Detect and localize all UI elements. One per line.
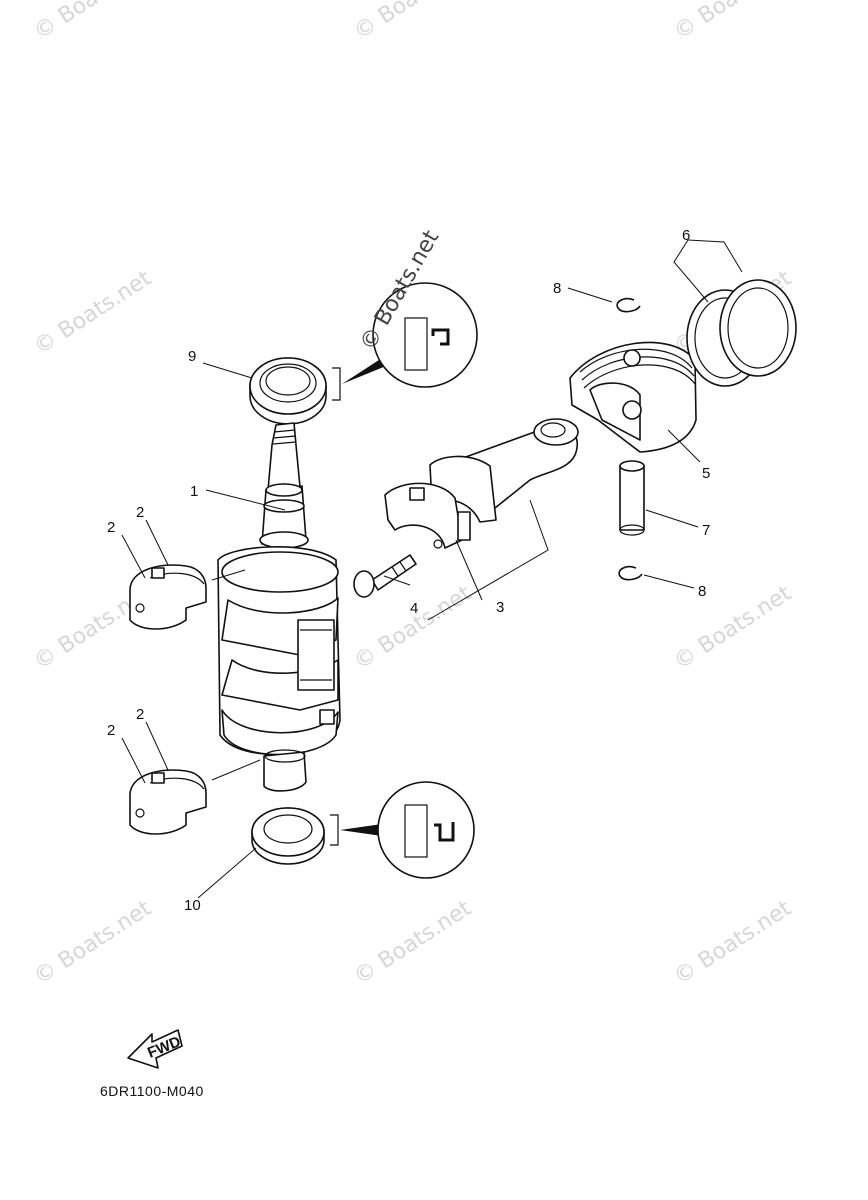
callout-7: 7 <box>702 522 710 539</box>
watermark: © Boats.net <box>30 0 156 45</box>
main-bearing-lower[interactable] <box>129 769 207 835</box>
callout-1: 1 <box>190 483 198 500</box>
crankshaft[interactable] <box>217 422 341 792</box>
callout-10: 10 <box>184 897 201 914</box>
callout-6: 6 <box>682 227 690 244</box>
piston-pin-clip-upper[interactable] <box>616 297 641 313</box>
piston-pin-clip-lower[interactable] <box>618 565 643 581</box>
main-bearing-upper[interactable] <box>129 564 207 630</box>
piston-rings[interactable] <box>686 279 797 387</box>
callout-4: 4 <box>410 600 418 617</box>
watermark: © Boats.net <box>670 896 796 990</box>
watermark: © Boats.net <box>670 0 796 45</box>
watermark: © Boats.net <box>30 896 156 990</box>
watermark: © Boats.net <box>350 896 476 990</box>
callout-3: 3 <box>496 599 504 616</box>
leader-lines <box>121 239 743 899</box>
callout-2: 2 <box>136 706 144 723</box>
diagram-code: 6DR1100-M040 <box>100 1083 204 1099</box>
callout-8: 8 <box>553 280 561 297</box>
callout-5: 5 <box>702 465 710 482</box>
watermark: © Boats.net <box>670 581 796 675</box>
watermark: © Boats.net <box>350 0 476 45</box>
connecting-rod-bolt[interactable] <box>353 554 417 598</box>
connecting-rod[interactable] <box>384 418 579 549</box>
oil-seal-upper[interactable] <box>249 357 327 425</box>
piston-pin[interactable] <box>619 460 645 536</box>
watermark: © Boats.net <box>30 266 156 360</box>
callout-labels: 1 2 2 2 2 3 4 5 6 7 8 8 9 10 <box>107 227 710 914</box>
seal-bracket-lower <box>330 814 382 846</box>
piston[interactable] <box>569 341 697 453</box>
callout-2: 2 <box>107 519 115 536</box>
seal-detail-upper: © Boats.net <box>356 226 478 388</box>
fwd-arrow-icon: FWD <box>127 1029 183 1069</box>
callout-8: 8 <box>698 583 706 600</box>
callout-2: 2 <box>136 504 144 521</box>
oil-seal-lower[interactable] <box>251 807 325 865</box>
callout-2: 2 <box>107 722 115 739</box>
seal-detail-lower <box>377 781 475 879</box>
seal-bracket-upper <box>332 358 386 401</box>
callout-9: 9 <box>188 348 196 365</box>
